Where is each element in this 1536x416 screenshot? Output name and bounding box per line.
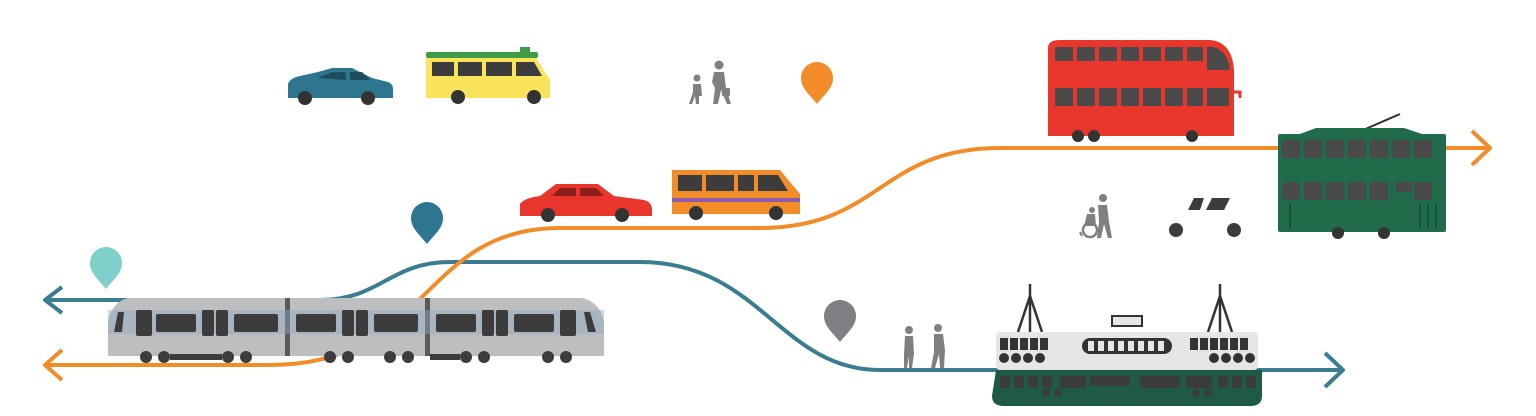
orange-route-right-arrow-icon bbox=[1470, 129, 1492, 167]
location-pin-icon bbox=[90, 247, 122, 289]
teal-route-left-arrow-icon bbox=[43, 285, 64, 315]
minibus-icon bbox=[426, 47, 550, 104]
teal-route-right-arrow-icon bbox=[1323, 351, 1345, 389]
orange-route-left-arrow-icon bbox=[43, 348, 64, 382]
location-pin-icon bbox=[824, 300, 856, 342]
minibus-icon bbox=[672, 170, 800, 220]
pedestrians-icon bbox=[689, 60, 731, 104]
teal-route bbox=[43, 260, 1345, 389]
personal-mobility-icon bbox=[1169, 198, 1241, 237]
tram-icon bbox=[1278, 113, 1446, 239]
taxi-icon bbox=[520, 184, 652, 222]
car-icon bbox=[288, 68, 394, 105]
light-rail-train-icon bbox=[108, 298, 604, 363]
location-pin-icon bbox=[411, 202, 443, 244]
double-decker-bus-icon bbox=[1048, 40, 1242, 142]
ferry-icon bbox=[992, 284, 1262, 406]
wheelchair-user-icon bbox=[1079, 194, 1112, 239]
location-pin-icon bbox=[801, 62, 833, 104]
pedestrians-icon bbox=[904, 324, 945, 368]
